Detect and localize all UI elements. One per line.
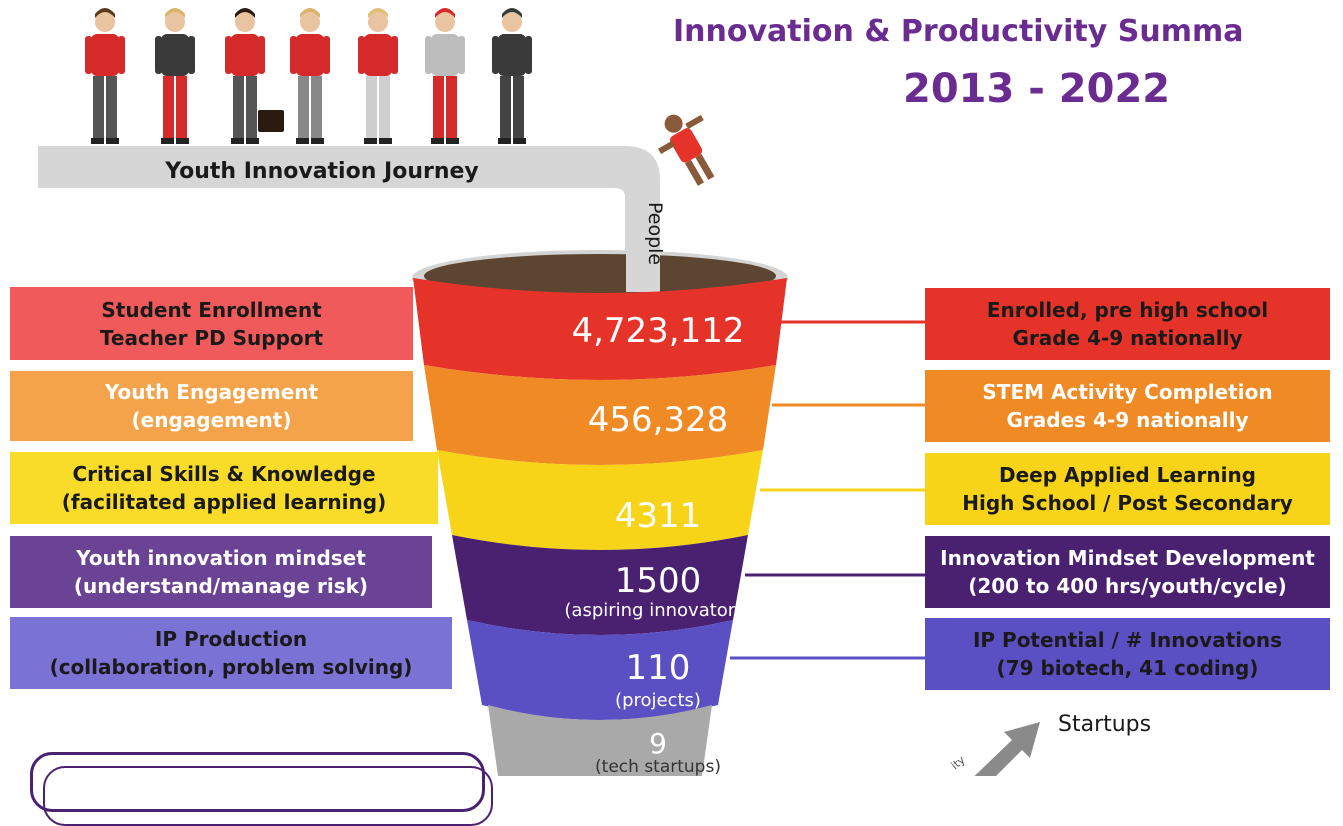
person-icon xyxy=(155,8,195,144)
funnel-band-3 xyxy=(437,450,763,550)
right-label-5-line1: IP Potential / # Innovations xyxy=(972,628,1283,652)
left-label-5-line1: IP Production xyxy=(154,627,308,651)
funnel-diagram: 4,723,112 456,328 4311 1500 (aspiring in… xyxy=(38,8,1151,800)
connector-lines xyxy=(730,320,925,660)
funnel-values: 4,723,112 456,328 4311 1500 (aspiring in… xyxy=(564,311,751,777)
person-icon xyxy=(225,8,265,144)
page-title: Innovation & Productivity Summa xyxy=(673,14,1244,49)
journey-path xyxy=(38,146,660,300)
left-label-3-line1: Critical Skills & Knowledge xyxy=(72,462,376,486)
right-label-2-line2: Grades 4-9 nationally xyxy=(1006,408,1249,432)
funnel-value-1: 4,723,112 xyxy=(571,311,744,351)
funnel-band-1 xyxy=(413,278,787,380)
left-label-3: Critical Skills & Knowledge (facilitated… xyxy=(10,452,438,524)
left-label-3-line2: (facilitated applied learning) xyxy=(61,490,387,514)
right-label-5: IP Potential / # Innovations (79 biotech… xyxy=(925,618,1330,690)
right-label-3: Deep Applied Learning High School / Post… xyxy=(925,453,1330,525)
funnel-opening xyxy=(424,254,776,298)
person-icon xyxy=(425,8,465,144)
briefcase-icon xyxy=(258,110,284,132)
funnel-band-6 xyxy=(488,705,712,791)
page-subtitle-years: 2013 - 2022 xyxy=(903,66,1171,112)
growth-arrow-icon xyxy=(960,722,1040,800)
chute-label: People xyxy=(644,202,666,265)
left-label-5: IP Production (collaboration, problem so… xyxy=(10,617,452,689)
person-icon xyxy=(290,8,330,144)
right-label-2: STEM Activity Completion Grades 4-9 nati… xyxy=(925,370,1330,442)
falling-person-icon xyxy=(658,114,715,186)
infographic: 4,723,112 456,328 4311 1500 (aspiring in… xyxy=(10,8,1330,826)
left-label-1-line1: Student Enrollment xyxy=(101,297,322,322)
right-label-4-line1: Innovation Mindset Development xyxy=(940,546,1315,570)
right-label-3-line2: High School / Post Secondary xyxy=(962,491,1293,515)
left-label-4-line1: Youth innovation mindset xyxy=(76,546,366,570)
funnel-value-4: 1500 xyxy=(615,561,702,601)
right-label-4: Innovation Mindset Development (200 to 4… xyxy=(925,536,1330,608)
funnel-band-4 xyxy=(452,535,748,635)
left-label-1: Student Enrollment Teacher PD Support xyxy=(10,287,413,360)
people-group xyxy=(85,8,532,144)
left-label-4-line2: (understand/manage risk) xyxy=(73,574,369,598)
right-label-1-line1: Enrolled, pre high school xyxy=(986,298,1269,322)
funnel-value-5: 110 xyxy=(626,648,691,688)
right-label-4-line2: (200 to 400 hrs/youth/cycle) xyxy=(968,574,1287,598)
person-icon xyxy=(85,8,125,144)
journey-label: Youth Innovation Journey xyxy=(164,159,479,184)
left-label-5-line2: (collaboration, problem solving) xyxy=(49,655,413,679)
funnel-sub-4: (aspiring innovators) xyxy=(564,600,751,621)
funnel-value-6: 9 xyxy=(649,727,667,760)
startups-label: Startups xyxy=(1058,712,1151,737)
left-label-2-line1: Youth Engagement xyxy=(104,380,319,404)
left-label-2-line2: (engagement) xyxy=(131,408,292,432)
right-label-1-line2: Grade 4-9 nationally xyxy=(1012,326,1243,350)
people-chute xyxy=(626,200,660,292)
funnel-bands xyxy=(413,278,787,791)
arrow-text: ity xyxy=(949,753,968,772)
bottom-callout-frame-inner xyxy=(43,766,493,826)
funnel-sub-5: (projects) xyxy=(615,690,701,711)
right-label-1: Enrolled, pre high school Grade 4-9 nati… xyxy=(925,288,1330,360)
funnel-value-3: 4311 xyxy=(615,496,702,536)
funnel-sub-6: (tech startups) xyxy=(595,757,721,776)
right-label-5-line2: (79 biotech, 41 coding) xyxy=(996,656,1259,680)
right-label-3-line1: Deep Applied Learning xyxy=(999,463,1256,487)
left-label-2: Youth Engagement (engagement) xyxy=(10,371,413,441)
funnel-band-2 xyxy=(424,365,776,465)
person-icon xyxy=(492,8,532,144)
left-label-1-line2: Teacher PD Support xyxy=(99,325,324,350)
funnel-value-2: 456,328 xyxy=(588,400,729,440)
person-icon xyxy=(358,8,398,144)
left-label-4: Youth innovation mindset (understand/man… xyxy=(10,536,432,608)
funnel-band-5 xyxy=(467,620,733,720)
right-label-2-line1: STEM Activity Completion xyxy=(982,380,1273,404)
